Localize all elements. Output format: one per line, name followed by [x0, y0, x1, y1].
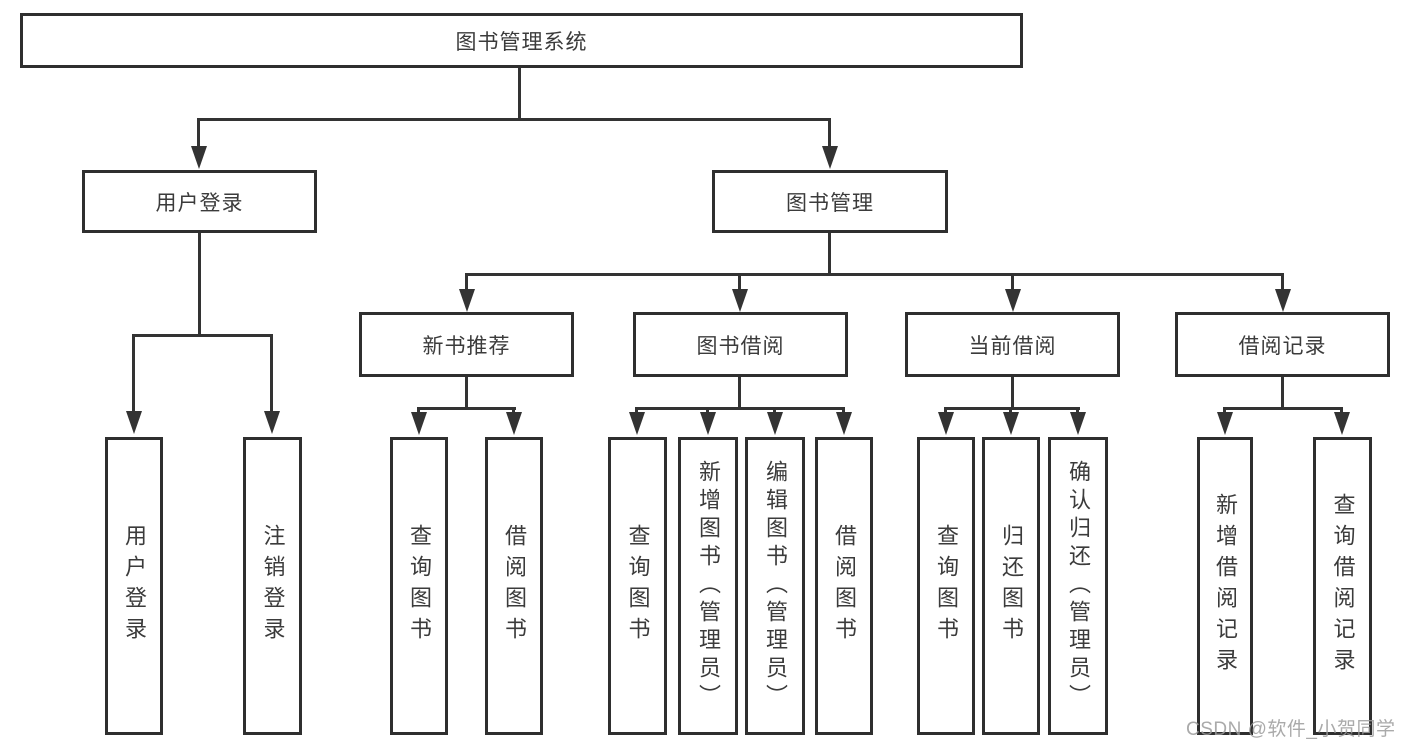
connector-line — [635, 407, 638, 414]
leaf-add-borrow-record-label: 新增借阅记录 — [1213, 493, 1238, 679]
node-book-borrow: 图书借阅 — [633, 312, 848, 377]
connector-line — [518, 68, 521, 118]
connector-line — [132, 334, 273, 337]
connector-line — [417, 407, 420, 414]
leaf-logout: 注销登录 — [243, 437, 302, 735]
arrowhead-down — [411, 412, 427, 435]
node-library-system: 图书管理系统 — [20, 13, 1023, 68]
arrowhead-down — [700, 412, 716, 435]
node-current-borrow-label: 当前借阅 — [968, 334, 1057, 358]
connector-line — [738, 273, 741, 290]
node-new-book-recommend-label: 新书推荐 — [422, 334, 511, 358]
leaf-borrow-books-1-label: 借阅图书 — [502, 524, 527, 648]
leaf-query-books-1-label: 查询图书 — [407, 524, 432, 648]
leaf-logout-label: 注销登录 — [260, 524, 286, 648]
connector-line — [1223, 407, 1226, 414]
arrowhead-down — [836, 412, 852, 435]
connector-line — [635, 407, 845, 410]
connector-line — [132, 334, 135, 411]
arrowhead-down — [1217, 412, 1233, 435]
node-user-login-label: 用户登录 — [155, 191, 244, 215]
leaf-query-borrow-record: 查询借阅记录 — [1313, 437, 1372, 735]
arrowhead-down — [459, 289, 475, 312]
leaf-query-borrow-record-label: 查询借阅记录 — [1330, 493, 1356, 679]
connector-line — [465, 273, 1284, 276]
connector-line — [828, 233, 831, 273]
leaf-return-book: 归还图书 — [982, 437, 1040, 735]
leaf-borrow-books-2-label: 借阅图书 — [832, 524, 857, 648]
leaf-borrow-books-1: 借阅图书 — [485, 437, 543, 735]
arrowhead-down — [126, 411, 142, 434]
leaf-add-book-admin-label: 新增图书（管理员） — [696, 460, 721, 712]
leaf-confirm-return-admin-label: 确认归还（管理员） — [1066, 460, 1091, 712]
connector-line — [1281, 273, 1284, 290]
connector-line — [417, 407, 516, 410]
node-book-borrow-label: 图书借阅 — [696, 334, 785, 358]
connector-line — [828, 118, 831, 147]
leaf-edit-book-admin-label: 编辑图书（管理员） — [763, 460, 788, 712]
connector-line — [1009, 407, 1012, 414]
connector-line — [842, 407, 845, 414]
connector-line — [465, 377, 468, 407]
arrowhead-down — [767, 412, 783, 435]
leaf-borrow-books-2: 借阅图书 — [815, 437, 873, 735]
arrowhead-down — [1334, 412, 1350, 435]
csdn-watermark: CSDN @软件_小贺同学 — [1186, 719, 1396, 740]
connector-line — [944, 407, 1080, 410]
leaf-query-books-1: 查询图书 — [390, 437, 448, 735]
connector-line — [1281, 377, 1284, 407]
connector-line — [512, 407, 515, 414]
connector-line — [944, 407, 947, 414]
node-new-book-recommend: 新书推荐 — [359, 312, 574, 377]
leaf-query-books-2-label: 查询图书 — [625, 524, 651, 648]
connector-line — [1340, 407, 1343, 414]
connector-line — [197, 118, 200, 147]
connector-line — [1011, 273, 1014, 290]
node-book-management: 图书管理 — [712, 170, 948, 233]
connector-line — [1011, 377, 1014, 407]
leaf-edit-book-admin: 编辑图书（管理员） — [745, 437, 805, 735]
arrowhead-down — [629, 412, 645, 435]
connector-line — [1076, 407, 1079, 414]
leaf-query-books-3-label: 查询图书 — [934, 524, 959, 648]
leaf-query-books-3: 查询图书 — [917, 437, 975, 735]
leaf-add-book-admin: 新增图书（管理员） — [678, 437, 738, 735]
node-borrow-records: 借阅记录 — [1175, 312, 1390, 377]
connector-line — [197, 118, 831, 121]
leaf-return-book-label: 归还图书 — [999, 524, 1024, 648]
arrowhead-down — [191, 146, 207, 169]
arrowhead-down — [1070, 412, 1086, 435]
leaf-query-books-2: 查询图书 — [608, 437, 667, 735]
connector-line — [1223, 407, 1343, 410]
node-current-borrow: 当前借阅 — [905, 312, 1120, 377]
connector-line — [706, 407, 709, 414]
node-library-system-label: 图书管理系统 — [455, 30, 588, 54]
arrowhead-down — [264, 411, 280, 434]
connector-line — [465, 273, 468, 290]
arrowhead-down — [1005, 289, 1021, 312]
arrowhead-down — [822, 146, 838, 169]
leaf-user-login-label: 用户登录 — [122, 524, 147, 648]
connector-line — [198, 233, 201, 334]
leaf-add-borrow-record: 新增借阅记录 — [1197, 437, 1253, 735]
arrowhead-down — [1003, 412, 1019, 435]
leaf-user-login: 用户登录 — [105, 437, 163, 735]
leaf-confirm-return-admin: 确认归还（管理员） — [1048, 437, 1108, 735]
connector-line — [773, 407, 776, 414]
arrowhead-down — [938, 412, 954, 435]
node-user-login: 用户登录 — [82, 170, 317, 233]
connector-line — [270, 334, 273, 411]
arrowhead-down — [1275, 289, 1291, 312]
connector-line — [738, 377, 741, 407]
node-borrow-records-label: 借阅记录 — [1238, 334, 1327, 358]
node-book-management-label: 图书管理 — [786, 191, 874, 215]
arrowhead-down — [732, 289, 748, 312]
arrowhead-down — [506, 412, 522, 435]
